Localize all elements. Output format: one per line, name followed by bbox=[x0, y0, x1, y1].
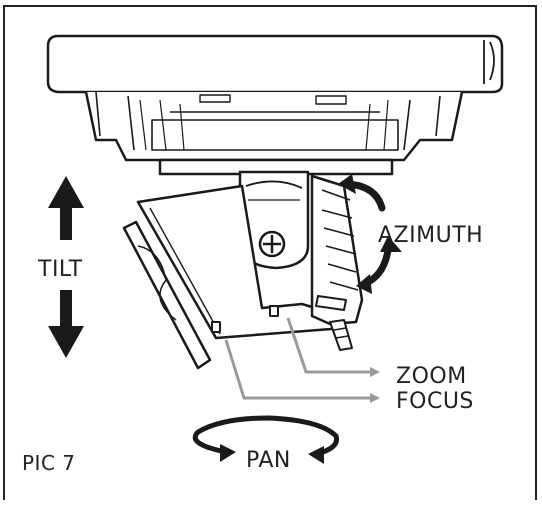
camera-module bbox=[122, 174, 364, 370]
figure-caption: PIC 7 bbox=[22, 451, 76, 475]
focus-callout-line bbox=[224, 339, 380, 403]
pan-label: PAN bbox=[246, 448, 291, 473]
screw-icon bbox=[258, 230, 286, 258]
azimuth-label: AZIMUTH bbox=[378, 223, 483, 248]
focus-label: FOCUS bbox=[396, 389, 474, 414]
tilt-label: TILT bbox=[37, 257, 83, 282]
tilt-up-arrow-icon bbox=[48, 176, 84, 240]
mounting-base bbox=[46, 34, 504, 176]
pan-rotate-arrow-icon bbox=[192, 415, 340, 457]
figure-border bbox=[3, 5, 537, 500]
zoom-callout-line bbox=[286, 317, 380, 377]
zoom-label: ZOOM bbox=[396, 364, 467, 389]
tilt-down-arrow-icon bbox=[48, 290, 84, 358]
